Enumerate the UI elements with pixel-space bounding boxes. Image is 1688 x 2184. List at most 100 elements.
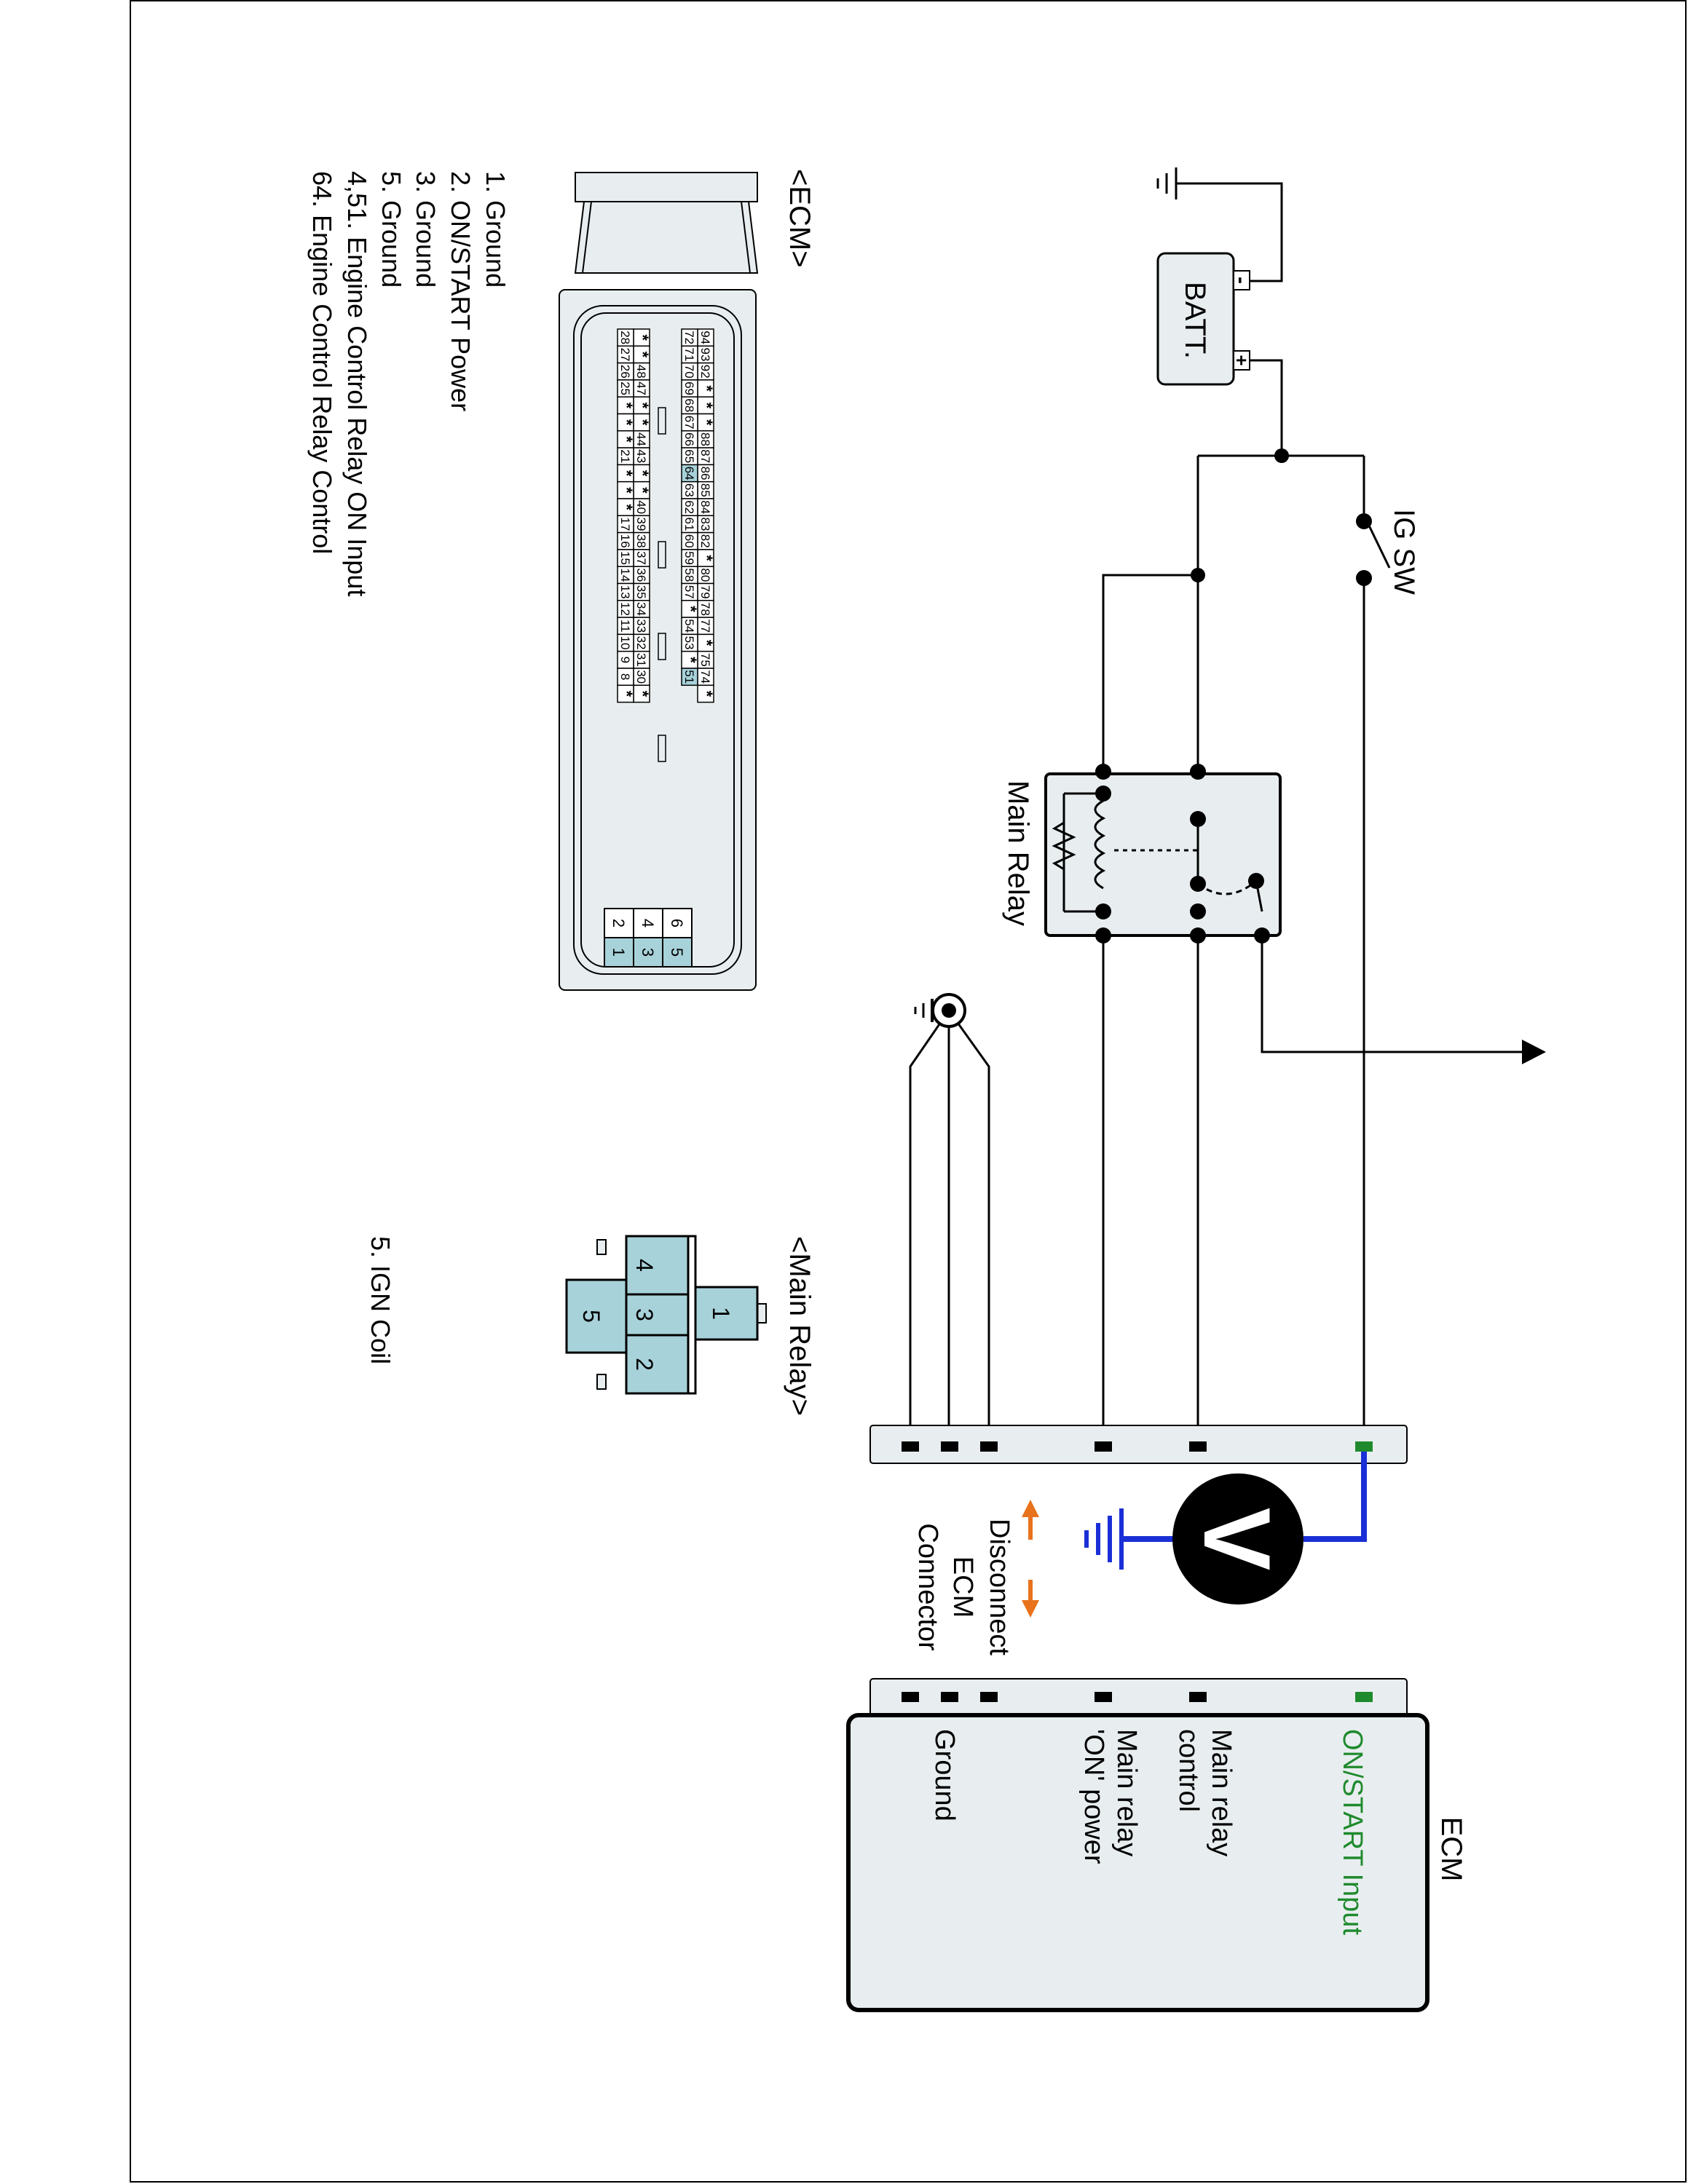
ecm-power-pin-label: 5 [668, 948, 686, 957]
ecm-row-separator [658, 735, 666, 762]
ecm-pin-label: 53 [682, 636, 696, 650]
relay-pin-3: 3 [631, 1308, 658, 1321]
battery: - + BATT. [1156, 252, 1253, 386]
disconnect-label: Disconnect ECM Connector [912, 1519, 1014, 1655]
ecm-pin-label: 10 [618, 636, 632, 650]
ecm-pin-label: 64 [682, 467, 696, 480]
harness-connector [869, 1425, 1408, 1464]
ecm-pin-ground: Ground [929, 1729, 960, 1821]
ecm-pin-label: * [634, 352, 652, 358]
ecm-power-pin-cell [604, 937, 634, 968]
ecm-pin-label: * [618, 504, 636, 510]
ecm-pin-label: 37 [634, 551, 648, 565]
ecm-pin-label: 44 [634, 432, 648, 446]
ecm-pin-label: 54 [682, 619, 696, 633]
junction-dots [1191, 448, 1289, 582]
ecm-pin-label: * [634, 419, 652, 426]
ecm-power-pin-cell [604, 908, 634, 938]
battery-ground-wire [1176, 182, 1283, 282]
ecm-pin-label: 31 [634, 653, 648, 667]
ecm-pin-label: 34 [634, 602, 648, 616]
ecm-power-pin-label: 6 [668, 919, 686, 927]
ecm-pin-label: 33 [634, 619, 648, 633]
ecm-pin-label: * [618, 419, 636, 426]
ecm-pin-label: * [698, 640, 716, 646]
ecm-row-separator [658, 541, 666, 569]
ecm-pin-label: 85 [698, 483, 712, 497]
ecm-pin-label: 79 [698, 585, 712, 599]
svg-text:ECM: ECM [947, 1556, 978, 1618]
ecm-connector: <ECM> 949392***88878685848382*80797877*7… [559, 169, 816, 991]
ecm-pin-label: 77 [698, 619, 712, 633]
battery-label: BATT. [1179, 282, 1211, 359]
ecm-pin-label: * [634, 334, 652, 341]
svg-text:'ON' power: 'ON' power [1078, 1729, 1109, 1864]
ecm-pin-label: * [634, 470, 652, 477]
ground-wires [909, 1010, 990, 1441]
output-arrow-icon [1522, 1040, 1546, 1064]
ecm-pin-label: * [698, 419, 716, 426]
ecm-pin-label: 74 [698, 670, 712, 684]
ecm-power-pin-label: 4 [639, 919, 657, 927]
ecm-pin-label: 88 [698, 432, 712, 446]
ecm-pin-label: * [618, 470, 636, 477]
main-relay-connector: <Main Relay> 1 2 3 4 5 5. IGN Coil [366, 1235, 816, 1416]
ecm-pin-cell [681, 668, 698, 687]
ecm-legend-item: 2. ON/START Power [446, 171, 476, 411]
ecm-pin-label: 70 [682, 365, 696, 379]
relay-pin-1: 1 [708, 1307, 734, 1320]
ecm-pin-label: 86 [698, 467, 712, 480]
svg-text:control: control [1173, 1729, 1204, 1812]
ecm-pin-label: 32 [634, 636, 648, 650]
ecm-pin-label: * [634, 403, 652, 409]
ecm-pin-label: 12 [618, 602, 632, 616]
ecm-pin-label: 36 [634, 568, 648, 582]
battery-ground-icon [1156, 167, 1178, 199]
ecm-pin-label: 71 [682, 347, 696, 361]
ecm-pin-label: 61 [682, 517, 696, 531]
main-relay-legend: 5. IGN Coil [366, 1236, 395, 1364]
ecm-pin-label: 38 [634, 534, 648, 548]
ecm-row-separator [658, 407, 666, 435]
battery-plus-label: + [1231, 355, 1253, 365]
relay-pin-5: 5 [578, 1310, 604, 1323]
ecm-power-pin-cell [633, 937, 663, 968]
ecm-pin-label: 75 [698, 653, 712, 667]
ecm-pin-label: 68 [682, 398, 696, 412]
main-relay-label: Main Relay [1002, 780, 1034, 926]
ecm-pin-label: 43 [634, 449, 648, 463]
ecm-pin-label: 28 [618, 331, 632, 344]
ecm-pin-label: 84 [698, 500, 712, 514]
voltmeter-label: V [1184, 1508, 1290, 1571]
ecm-legend-item: 3. Ground [411, 171, 441, 288]
ecm-pin-label: 92 [698, 365, 712, 379]
ecm-pin-label: * [698, 555, 716, 561]
ecm-pin-label: 17 [618, 517, 632, 531]
ecm-pin-label: 27 [618, 347, 632, 361]
ecm-pin-label: 30 [634, 670, 648, 684]
svg-text:Connector: Connector [912, 1523, 943, 1651]
ecm-pin-label: 60 [682, 534, 696, 548]
chassis-ground-icon [914, 993, 966, 1028]
ecm-power-pin-label: 1 [610, 948, 628, 957]
ecm-pin-label: 67 [682, 416, 696, 430]
ecm-pin-label: 21 [618, 449, 632, 463]
ecm-pin-label: 47 [634, 381, 648, 395]
power-wires [1102, 359, 1522, 1441]
ecm-pin-label: * [618, 436, 636, 443]
ecm-pin-main-relay-on-power: Main relay [1111, 1729, 1142, 1856]
ecm-pin-label: * [618, 403, 636, 409]
ecm-pin-label: 78 [698, 602, 712, 616]
ecm-pin-label: 16 [618, 534, 632, 548]
ecm-row-separator [658, 633, 666, 660]
ecm-power-pin-label: 3 [639, 948, 657, 957]
ecm-pin-label: * [634, 487, 652, 494]
ecm-pin-label: 9 [618, 657, 632, 663]
ecm-pin-label: * [698, 691, 716, 697]
ecm-pin-label: 48 [634, 365, 648, 379]
ecm-pin-label: 83 [698, 517, 712, 531]
ecm-pin-label: 15 [618, 551, 632, 565]
ecm-legend-item: 1. Ground [481, 171, 510, 288]
